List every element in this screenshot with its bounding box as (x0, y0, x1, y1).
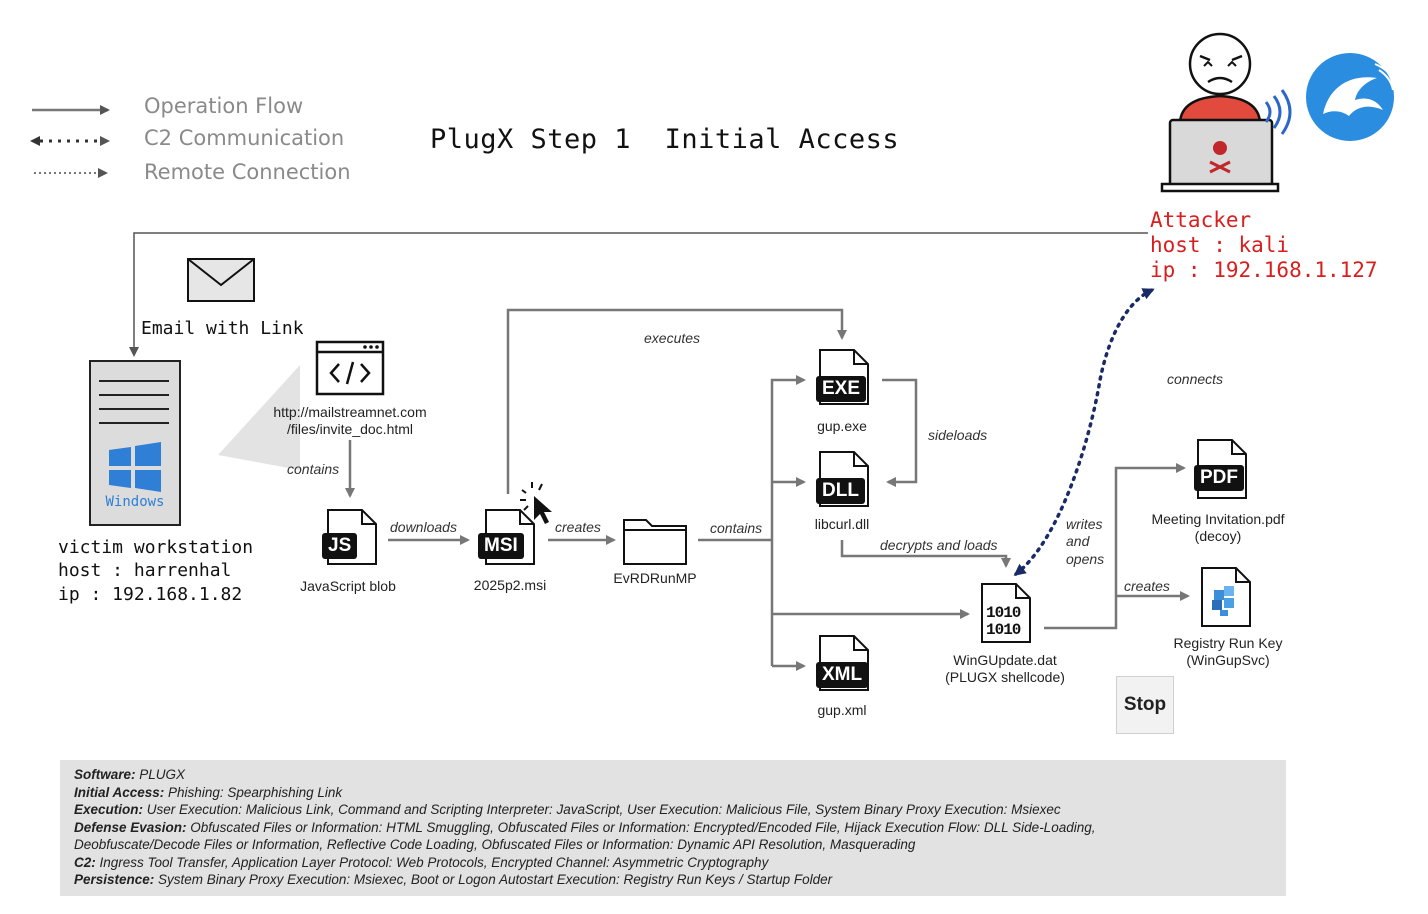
kali-dragon-icon (1306, 53, 1394, 141)
windows-logo-icon (109, 442, 161, 492)
attacker-host: host : kali (1150, 233, 1290, 257)
xml-label: gup.xml (817, 702, 867, 718)
url-label-1: http://mailstreamnet.com (273, 404, 427, 420)
victim-host: host : harrenhal (58, 560, 232, 581)
dat-binary-1: 1010 (986, 604, 1021, 622)
attacker-ip: ip : 192.168.1.127 (1150, 258, 1378, 282)
attacker-name: Attacker (1150, 208, 1252, 232)
summary-key: Initial Access: (74, 784, 165, 800)
js-label: JavaScript blob (300, 578, 396, 594)
pdf-label-2: (decoy) (1194, 528, 1242, 544)
tower-line (99, 422, 169, 424)
html-page-icon (315, 340, 385, 401)
c2-curve (1013, 288, 1155, 576)
summary-value: System Binary Proxy Execution: Msiexec, … (154, 872, 833, 887)
dat-label-2: (PLUGX shellcode) (945, 669, 1065, 685)
msi-label: 2025p2.msi (473, 577, 547, 593)
summary-key: Software: (74, 767, 136, 782)
dll-label: libcurl.dll (814, 516, 870, 532)
exe-badge: EXE (816, 376, 867, 402)
edge-and: and (1066, 533, 1090, 549)
summary-value: Obfuscated Files or Information: HTML Sm… (186, 819, 1096, 835)
pdf-label-1: Meeting Invitation.pdf (1151, 511, 1285, 527)
summary-line: Execution: User Execution: Malicious Lin… (74, 801, 1095, 819)
edge-decrypts-loads: decrypts and loads (880, 537, 998, 553)
summary-value: Phishing: Spearphishing Link (164, 784, 343, 800)
exe-label: gup.exe (817, 418, 867, 434)
edge-writes: writes (1066, 516, 1103, 532)
registry-file-icon (1200, 566, 1252, 627)
edge-contains-url-js: contains (287, 461, 340, 477)
summary-value: Deobfuscate/Decode Files or Information,… (74, 837, 916, 852)
xml-file-icon: XML (816, 634, 870, 692)
diagram-title: PlugX Step 1 Initial Access (430, 124, 900, 155)
summary-key: Persistence: (74, 872, 155, 887)
summary-line: Initial Access: Phishing: Spearphishing … (74, 784, 1095, 802)
summary-key: Execution: (74, 802, 144, 817)
xml-badge: XML (816, 662, 869, 688)
attacker-figure (1160, 30, 1300, 195)
pdf-file-icon: PDF (1194, 438, 1248, 499)
edge-connects: connects (1167, 371, 1224, 387)
email-icon (186, 257, 256, 308)
dat-binary-2: 1010 (986, 621, 1021, 639)
edge-contains-folder: contains (710, 520, 763, 536)
registry-label-2: (WinGupSvc) (1186, 652, 1270, 668)
dat-label-1: WinGUpdate.dat (953, 652, 1057, 668)
summary-value: User Execution: Malicious Link, Command … (143, 802, 1061, 817)
summary-line: Defense Evasion: Obfuscated Files or Inf… (74, 819, 1095, 837)
url-label-2: /files/invite_doc.html (286, 421, 414, 437)
summary-value: Ingress Tool Transfer, Application Layer… (95, 854, 769, 870)
summary-line: Software: PLUGX (74, 766, 1095, 784)
exe-file-icon: EXE (816, 348, 870, 406)
panel-tail (218, 365, 300, 470)
summary-line: C2: Ingress Tool Transfer, Application L… (74, 854, 1095, 872)
windows-label: Windows (105, 494, 165, 510)
hacker-icon (1160, 32, 1292, 193)
js-badge: JS (322, 533, 358, 559)
summary-key: C2: (74, 854, 96, 870)
folder-icon (622, 514, 688, 571)
stop-button[interactable]: Stop (1116, 676, 1174, 734)
edge-creates-registry: creates (1124, 578, 1170, 594)
legend-c2-communication: C2 Communication (144, 126, 345, 150)
tower-line (99, 394, 169, 396)
registry-label-1: Registry Run Key (1173, 635, 1283, 651)
edge-sideloads: sideloads (928, 427, 988, 443)
legend-operation-flow: Operation Flow (144, 94, 304, 118)
dat-file-icon: 1010 1010 (980, 582, 1032, 643)
victim-ip: ip : 192.168.1.82 (58, 584, 243, 605)
summary-key: Defense Evasion: (74, 819, 187, 835)
tower-line (99, 408, 169, 410)
kali-logo (1305, 52, 1395, 142)
email-link-label: Email with Link (141, 318, 304, 339)
pdf-badge: PDF (1194, 465, 1244, 491)
msi-badge: MSI (478, 533, 524, 559)
legend-remote-connection: Remote Connection (144, 160, 351, 184)
js-file-icon: JS (322, 508, 378, 566)
victim-workstation: Windows (89, 360, 181, 526)
victim-name: victim workstation (58, 537, 254, 558)
tower-line (99, 380, 169, 382)
summary-value: PLUGX (135, 767, 186, 782)
folder-label: EvRDRunMP (613, 570, 697, 586)
summary-line: Persistence: System Binary Proxy Executi… (74, 871, 1095, 889)
edge-downloads: downloads (390, 519, 457, 535)
edge-opens: opens (1066, 551, 1105, 567)
edge-executes: executes (644, 330, 701, 346)
dll-badge: DLL (816, 478, 865, 504)
legend-c2-line (30, 136, 110, 146)
click-cursor-icon (520, 482, 552, 524)
edge-creates-folder: creates (555, 519, 601, 535)
email-path (129, 232, 1148, 357)
summary-line: Deobfuscate/Decode Files or Information,… (74, 836, 1095, 854)
dll-file-icon: DLL (816, 450, 870, 508)
msi-file-icon: MSI (478, 508, 536, 566)
